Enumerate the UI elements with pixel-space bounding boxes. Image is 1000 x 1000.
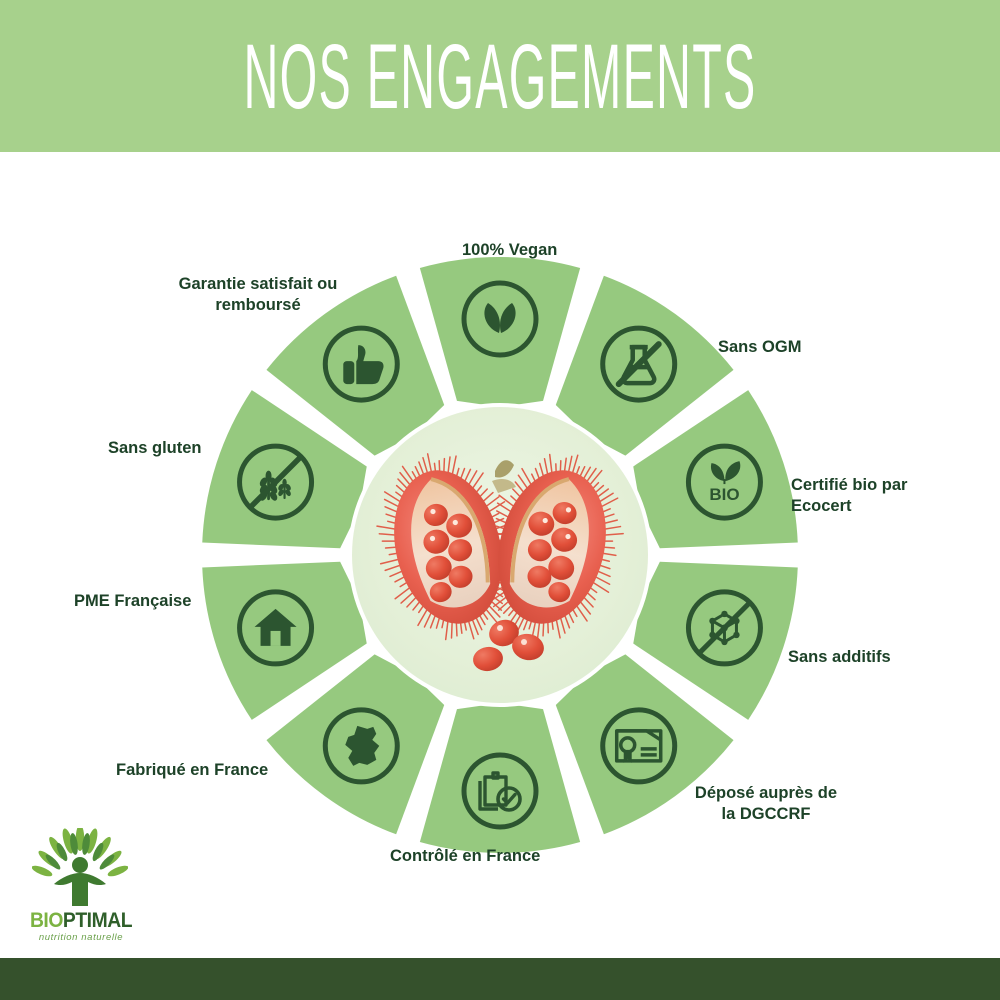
bio-leaf-icon: BIO — [685, 443, 763, 521]
label-sans-ogm: Sans OGM — [718, 338, 802, 356]
no-flask-icon — [600, 325, 678, 403]
bioptimal-logo: BIOPTIMAL nutrition naturelle — [22, 828, 140, 948]
wheel-segment[interactable] — [419, 257, 581, 407]
label-certifie-bio-ecocert: Certifié bio par Ecocert — [791, 476, 908, 516]
label-garantie-satisfait-rembourse: Garantie satisfait ou remboursé — [178, 275, 338, 315]
label-fabrique-en-france: Fabriqué en France — [116, 761, 269, 779]
header-band — [0, 0, 1000, 152]
logo-word-ptimal: PTIMAL — [62, 909, 133, 932]
label-sans-gluten: Sans gluten — [108, 439, 202, 457]
wheel-segment[interactable] — [202, 390, 367, 549]
logo-tagline: nutrition naturelle — [38, 932, 124, 943]
svg-text:BIO: BIO — [709, 485, 739, 504]
leaves-icon — [461, 280, 539, 358]
house-icon — [237, 589, 315, 667]
no-molecule-icon — [685, 589, 763, 667]
logo-word-bio: BIO — [29, 909, 63, 932]
footer-band — [0, 958, 1000, 1000]
label-controle-en-france: Contrôlé en France — [390, 847, 541, 865]
center-product-image — [352, 407, 648, 703]
label-sans-additifs: Sans additifs — [788, 648, 891, 666]
label-depose-dgccrf: Déposé auprès de la DGCCRF — [694, 784, 838, 824]
logo-wordmark: BIOPTIMAL — [27, 910, 136, 931]
label-vegan: 100% Vegan — [462, 241, 558, 259]
tree-person-icon — [32, 828, 128, 906]
thumbs-up-icon — [322, 325, 400, 403]
no-wheat-icon — [237, 443, 315, 521]
page-title: NOS ENGAGEMENTS — [243, 23, 757, 128]
wheel-segment[interactable] — [633, 561, 798, 720]
wheel-segment[interactable] — [555, 654, 734, 835]
label-pme-francaise: PME Française — [74, 592, 192, 610]
wheel-segment[interactable] — [266, 275, 445, 456]
clipboard-check-icon — [461, 752, 539, 830]
wheel-icons: BIO — [237, 280, 763, 830]
france-map-icon — [322, 707, 400, 785]
certificate-icon — [600, 707, 678, 785]
